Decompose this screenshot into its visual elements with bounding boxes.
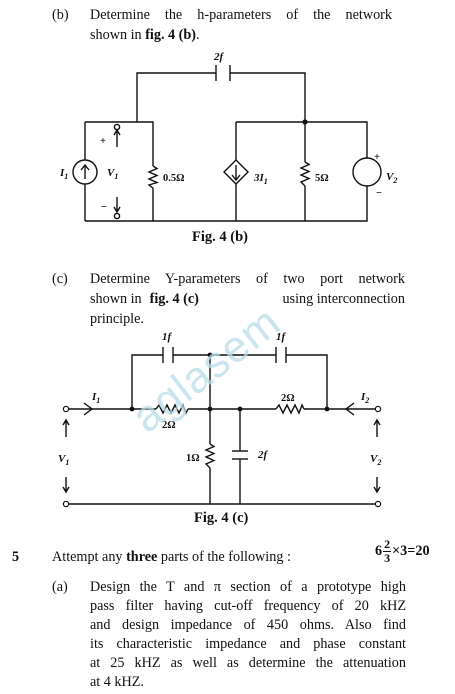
fig4c-terminal-1-bottom (62, 500, 70, 508)
fig4b-dep-label: 3I1 (253, 172, 268, 186)
part-b-line-2-post: . (196, 27, 200, 43)
marks-tail: ×3=20 (392, 543, 430, 559)
part-a-line-3: and design impedance of 450 ohms. Also f… (90, 617, 406, 633)
fig4c-v1-arrow-down (62, 477, 70, 494)
fig4b-r05-label: 0.5Ω (163, 173, 185, 184)
marks: 6 2 3 ×3=20 (375, 538, 430, 565)
fig4b-r5-resistor (299, 161, 311, 187)
fig4b-v2-source (352, 157, 382, 187)
fig4b-v1-arrow-down (113, 197, 121, 214)
fig-4c-caption: Fig. 4 (c) (194, 510, 249, 526)
fig4c-r-left (155, 403, 189, 415)
part-a-line-5: at 25 kHZ as well as determine the atten… (90, 655, 406, 671)
instruction-bold: three (126, 549, 158, 565)
part-a-line-2: pass filter having cut-off frequency of … (90, 598, 406, 614)
fig4b-dep-arrow (231, 165, 241, 182)
fig4b-port1-minus: − (101, 202, 107, 213)
fig4b-v1-label: V1 (107, 167, 118, 181)
question-number: 5 (12, 549, 20, 565)
part-a-line-4: its characteristic impedance and phase c… (90, 636, 406, 652)
fig4c-v2-label: V2 (370, 453, 381, 467)
fig4b-v2-plus: + (374, 152, 380, 163)
fig4c-i1-label: I1 (91, 391, 100, 405)
marks-fraction: 2 3 (383, 537, 392, 565)
fig4b-node (302, 119, 308, 125)
part-b-line-2-pre: shown in (90, 27, 146, 43)
fig4b-dep-source (223, 159, 249, 185)
fig4c-i1-arrow (83, 402, 94, 416)
fig4b-r5-label: 5Ω (315, 173, 329, 184)
part-a-line-6: at 4 kHZ. (90, 674, 144, 690)
fig4c-c2-label: 1f (276, 331, 287, 343)
fig4c-r-right-label: 2Ω (281, 393, 295, 404)
fig4b-i1-arrow (80, 163, 90, 179)
fig4c-v2-arrow-up (373, 418, 381, 437)
fig4c-terminal-2-bottom (374, 500, 382, 508)
fig4c-c-shunt-label: 2f (257, 449, 269, 461)
fig4c-node-a (129, 406, 135, 412)
fig4c-r-shunt-label: 1Ω (186, 453, 200, 464)
fig4b-cap-label: 2f (213, 51, 225, 63)
part-b-fig-ref: fig. 4 (b) (145, 27, 197, 43)
fig4b-r05-resistor (147, 165, 159, 189)
fig4c-node-d (324, 406, 330, 412)
marks-denominator: 3 (384, 551, 391, 565)
fig4b-port1-terminal-bottom (113, 212, 121, 220)
fig4c-v1-label: V1 (58, 453, 69, 467)
fig4c-v1-arrow-up (62, 418, 70, 437)
fig-4b-caption: Fig. 4 (b) (192, 229, 248, 245)
part-a-label: (a) (52, 579, 68, 595)
instruction-pre: Attempt any (52, 549, 127, 565)
fig4b-left-top-wire (85, 121, 154, 166)
part-b-line-2: shown in fig. 4 (b). (90, 26, 200, 46)
part-c-label: (c) (52, 271, 68, 287)
fig4c-terminal-1-top (62, 405, 70, 413)
part-c-line-1: Determine Y-parameters of two port netwo… (90, 271, 405, 287)
fig4c-i2-label: I2 (360, 391, 369, 405)
marks-numerator: 2 (383, 537, 392, 552)
fig4c-c1-label: 1f (162, 331, 173, 343)
fig4c-r-left-label: 2Ω (162, 420, 176, 431)
fig4b-v2-label: V2 (386, 171, 397, 185)
fig4b-port1-plus: + (100, 136, 106, 147)
fig4b-right-bottom-wire (153, 186, 368, 222)
fig4b-top-wire (136, 72, 306, 122)
fig4b-i1-source (72, 159, 98, 185)
part-b-label: (b) (52, 7, 69, 23)
fig4c-i2-arrow (344, 402, 355, 416)
question-instruction: Attempt any three parts of the following… (52, 548, 291, 568)
fig4c-node-b (207, 406, 213, 412)
fig4c-top-branch-wire (131, 354, 328, 409)
fig4c-v2-arrow-down (373, 477, 381, 494)
fig4c-shunt-r (204, 443, 216, 469)
part-b-line-1: Determine the h-parameters of the networ… (90, 7, 392, 23)
marks-whole: 6 (375, 543, 383, 559)
instruction-post: parts of the following : (157, 549, 291, 565)
fig4b-right-top-wire (236, 121, 368, 158)
fig4b-v1-arrow-up (113, 128, 121, 147)
part-c-line-2-post: using interconnection (282, 291, 405, 307)
fig4b-v2-minus: − (376, 188, 382, 199)
part-c-line-2: shown in fig. 4 (c) using interconnectio… (90, 290, 405, 310)
fig4c-terminal-2-top (374, 405, 382, 413)
part-c-line-2-pre: shown in (90, 291, 142, 307)
part-a-line-1: Design the T and π section of a prototyp… (90, 579, 406, 595)
fig4c-node-c (237, 406, 243, 412)
fig4c-node-e (207, 352, 213, 358)
fig4c-r-right (275, 403, 305, 415)
part-c-line-3: principle. (90, 311, 144, 327)
fig4b-i1-label: I1 (59, 167, 68, 181)
part-c-fig-ref: fig. 4 (c) (149, 291, 199, 307)
